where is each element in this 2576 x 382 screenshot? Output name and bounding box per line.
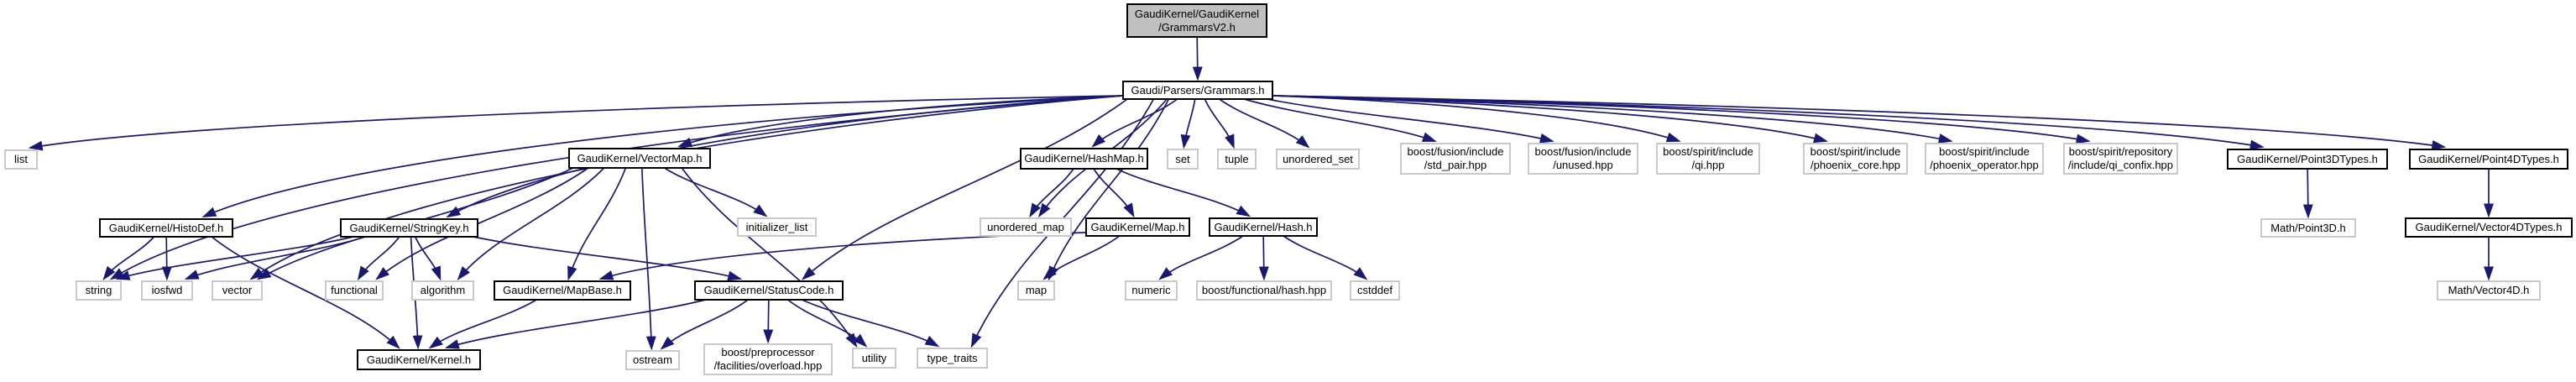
- graph-node-overload: boost/preprocessor /facilities/overload.…: [703, 343, 833, 375]
- graph-node-vector4dtypes[interactable]: GaudiKernel/Vector4DTypes.h: [2405, 217, 2573, 238]
- graph-node-histodef[interactable]: GaudiKernel/HistoDef.h: [99, 218, 233, 238]
- graph-node-mapbase[interactable]: GaudiKernel/MapBase.h: [494, 280, 631, 301]
- edge-map_h-to-map: [1042, 235, 1121, 280]
- graph-node-point4dtypes[interactable]: GaudiKernel/Point4DTypes.h: [2409, 149, 2568, 170]
- edge-hashmap-to-map_h: [1093, 168, 1135, 218]
- graph-node-functional: functional: [325, 280, 384, 301]
- edge-grammars-to-tuple: [1204, 98, 1235, 149]
- edge-grammars-to-std_pair: [1244, 98, 1437, 142]
- edge-grammars-to-string: [109, 95, 1123, 280]
- graph-node-list: list: [4, 149, 38, 170]
- edge-hash_h-to-numeric: [1158, 235, 1244, 280]
- edge-stringkey-to-string: [115, 236, 354, 280]
- graph-node-set: set: [1167, 149, 1199, 170]
- edge-grammars-to-statuscode: [801, 98, 1128, 280]
- edge-grammars-to-point3dtypes: [1272, 95, 2265, 150]
- edge-grammars-to-phoenix_core: [1272, 95, 1828, 144]
- edge-grammars-to-vector: [249, 95, 1123, 280]
- edge-histodef-to-string: [102, 236, 155, 281]
- graph-node-unused: boost/fusion/include /unused.hpp: [1528, 143, 1638, 175]
- graph-node-tuple: tuple: [1217, 149, 1257, 170]
- edge-stringkey-to-algorithm: [414, 236, 442, 281]
- edge-grammars-to-phoenix_operator: [1272, 95, 1953, 144]
- edge-statuscode-to-type_traits: [801, 299, 940, 348]
- edge-grammars-to-qi_confix: [1272, 95, 2091, 144]
- graph-node-utility: utility: [852, 348, 896, 369]
- edge-hashmap-to-unordered_map: [1029, 168, 1074, 218]
- graph-node-std_pair: boost/fusion/include /std_pair.hpp: [1400, 143, 1511, 175]
- graph-node-initializer_list: initializer_list: [737, 217, 817, 237]
- graph-node-hashmap[interactable]: GaudiKernel/HashMap.h: [1020, 148, 1148, 170]
- graph-node-vectormap[interactable]: GaudiKernel/VectorMap.h: [568, 148, 711, 169]
- graph-node-qi_confix: boost/spirit/repository /include/qi_conf…: [2063, 143, 2178, 175]
- graph-node-ostream: ostream: [625, 350, 680, 370]
- edge-hash_h-to-cstddef: [1283, 235, 1368, 280]
- graph-node-map_h[interactable]: GaudiKernel/Map.h: [1085, 217, 1190, 237]
- edge-grammars-to-set: [1180, 98, 1196, 149]
- edge-stringkey-to-statuscode: [473, 236, 743, 281]
- edge-vectormap-to-mapbase: [567, 167, 627, 281]
- edge-grammars-to-vectormap: [677, 95, 1123, 148]
- graph-node-map: map: [1017, 280, 1055, 301]
- edge-map_h-to-mapbase: [598, 232, 1086, 280]
- edge-stringkey-to-iosfwd: [184, 236, 366, 280]
- edge-mapbase-to-kernel: [428, 299, 537, 349]
- graph-node-qi: boost/spirit/include /qi.hpp: [1656, 143, 1760, 175]
- graph-node-unordered_set: unordered_set: [1276, 149, 1360, 170]
- graph-node-string: string: [76, 280, 122, 301]
- graph-node-point3dtypes[interactable]: GaudiKernel/Point3DTypes.h: [2227, 149, 2388, 170]
- graph-node-math_point3d: Math/Point3D.h: [2260, 218, 2356, 238]
- graph-node-stringkey[interactable]: GaudiKernel/StringKey.h: [340, 218, 478, 238]
- graph-node-phoenix_core: boost/spirit/include /phoenix_core.hpp: [1803, 143, 1908, 175]
- edge-grammars-to-qi: [1272, 95, 1681, 143]
- edge-vectormap-to-algorithm: [457, 167, 605, 280]
- graph-node-math_vector4d: Math/Vector4D.h: [2437, 280, 2541, 301]
- edge-hashmap-to-hash_h: [1116, 168, 1251, 217]
- graph-node-phoenix_operator: boost/spirit/include /phoenix_operator.h…: [1925, 143, 2044, 175]
- edge-vectormap-to-utility: [681, 167, 858, 348]
- edge-statuscode-to-utility: [787, 299, 868, 348]
- edge-histodef-to-iosfwd: [161, 236, 172, 281]
- graph-node-vector: vector: [212, 280, 263, 301]
- edge-stringkey-to-functional: [357, 236, 400, 281]
- graph-node-grammarsv2: GaudiKernel/GaudiKernel /GrammarsV2.h: [1126, 3, 1267, 38]
- edge-grammars-to-map: [1048, 98, 1170, 281]
- edge-grammars-to-point4dtypes: [1272, 95, 2447, 150]
- graph-node-hash_hpp: boost/functional/hash.hpp: [1196, 280, 1332, 301]
- graph-node-type_traits: type_traits: [917, 348, 988, 369]
- edge-grammars-to-unordered_set: [1219, 98, 1310, 149]
- graph-node-numeric: numeric: [1125, 280, 1178, 301]
- edge-statuscode-to-kernel: [444, 299, 707, 349]
- graph-node-kernel[interactable]: GaudiKernel/Kernel.h: [357, 349, 481, 370]
- edge-statuscode-to-ostream: [660, 299, 749, 350]
- edge-hash_h-to-hash_hpp: [1258, 235, 1269, 281]
- edge-statuscode-to-overload: [763, 299, 774, 344]
- edge-vectormap-to-ostream: [640, 167, 656, 351]
- graph-node-iosfwd: iosfwd: [141, 280, 193, 301]
- edge-grammarsv2-to-grammars: [1192, 36, 1203, 81]
- graph-node-unordered_map: unordered_map: [980, 217, 1072, 237]
- edge-point3dtypes-to-math_point3d: [2302, 168, 2313, 219]
- graph-node-cstddef: cstddef: [1350, 280, 1400, 301]
- edge-grammars-to-list: [28, 95, 1123, 151]
- graph-node-algorithm: algorithm: [411, 280, 474, 301]
- graph-node-hash_h[interactable]: GaudiKernel/Hash.h: [1209, 217, 1318, 237]
- graph-node-grammars[interactable]: Gaudi/Parsers/Grammars.h: [1122, 81, 1273, 100]
- graph-node-statuscode[interactable]: GaudiKernel/StatusCode.h: [694, 280, 844, 301]
- edge-grammars-to-hashmap: [1091, 98, 1178, 148]
- edge-grammars-to-unused: [1267, 98, 1554, 144]
- edge-vectormap-to-initializer_list: [663, 167, 768, 217]
